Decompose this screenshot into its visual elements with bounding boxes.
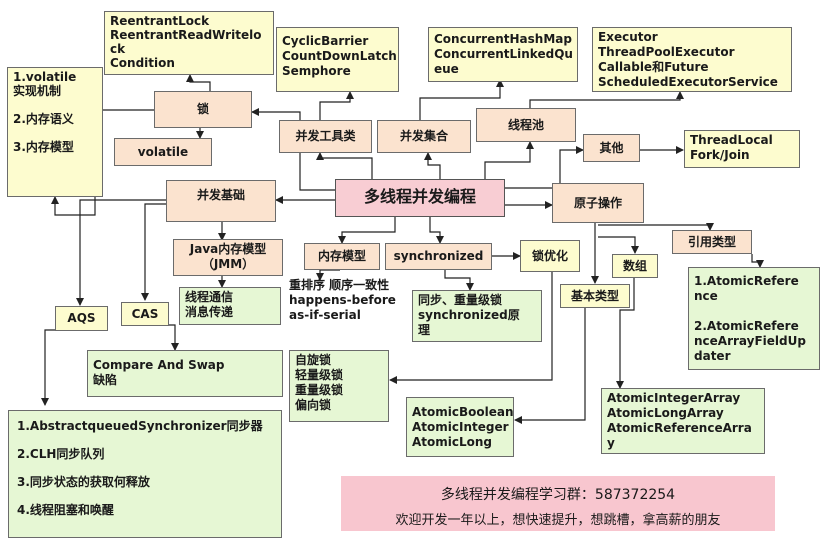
banner-line-1: 多线程并发编程学习群：587372254 <box>440 487 676 503</box>
atomic-basic-node: 基本类型 <box>560 284 630 308</box>
study-group-banner: 多线程并发编程学习群：587372254 欢迎开发一年以上，想快速提升，想跳槽，… <box>341 476 775 531</box>
jmm-comm-box: 线程通信 消息传递 <box>179 287 281 325</box>
tools-node: 并发工具类 <box>279 120 372 153</box>
synchronized-node: synchronized <box>385 243 492 270</box>
memmodel-notes: 重排序 顺序一致性 happens-before as-if-serial <box>289 278 396 322</box>
volatile-notes-box: 1.volatile 实现机制 2.内存语义 3.内存模型 <box>7 67 103 197</box>
atomic-ref-node: 引用类型 <box>672 230 752 254</box>
lock-types-box: ReentrantLock ReentrantReadWritelo ck Co… <box>104 11 274 75</box>
memmodel-node: 内存模型 <box>304 243 380 270</box>
aqs-detail-box: 1.AbstractqueuedSynchronizer同步器 2.CLH同步队… <box>8 410 282 538</box>
cas-detail-box: Compare And Swap 缺陷 <box>87 350 283 397</box>
other-node: 其他 <box>583 134 640 162</box>
basics-node: 并发基础 <box>166 180 276 222</box>
atomic-basic-detail-box: AtomicBoolean AtomicInteger AtomicLong <box>406 397 514 457</box>
synchronized-detail-box: 同步、重量级锁 synchronized原 理 <box>412 290 542 342</box>
threadpool-node: 线程池 <box>476 108 576 142</box>
collections-node: 并发集合 <box>377 120 471 153</box>
atomic-ref-detail-box: 1.AtomicRefere nce 2.AtomicRefere nceArr… <box>688 267 820 370</box>
lockopt-detail-box: 自旋锁 轻量级锁 重量级锁 偏向锁 <box>289 350 389 422</box>
threadpool-items-box: Executor ThreadPoolExecutor Callable和Fut… <box>592 27 792 92</box>
atomic-array-node: 数组 <box>612 254 658 278</box>
atomic-node: 原子操作 <box>552 183 644 223</box>
cas-node: CAS <box>121 302 169 326</box>
other-items-box: ThreadLocal Fork/Join <box>684 130 800 168</box>
volatile-node: volatile <box>114 138 212 166</box>
banner-line-2: 欢迎开发一年以上，想快速提升，想跳槽，拿高薪的朋友 <box>395 513 721 528</box>
lock-node: 锁 <box>154 91 252 128</box>
atomic-array-detail-box: AtomicIntegerArray AtomicLongArray Atomi… <box>601 388 765 454</box>
tools-items-box: CyclicBarrier CountDownLatch Semphore <box>276 27 399 92</box>
jmm-node: Java内存模型 （JMM） <box>173 239 283 276</box>
lockopt-node: 锁优化 <box>520 240 580 272</box>
collections-items-box: ConcurrentHashMap ConcurrentLinkedQu eue <box>428 27 578 82</box>
aqs-node: AQS <box>55 306 108 331</box>
center-node: 多线程并发编程 <box>335 179 505 217</box>
